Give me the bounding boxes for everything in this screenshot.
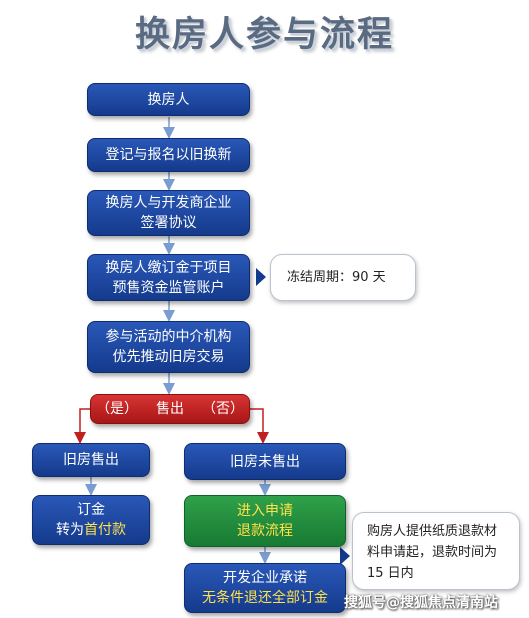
unsold-box: 旧房未售出 xyxy=(184,443,346,480)
step-register: 登记与报名以旧换新 xyxy=(87,138,250,172)
sold-result-line2: 转为首付款 xyxy=(56,520,126,540)
promise-line2: 无条件退还全部订金 xyxy=(202,590,328,606)
refund-line2: 退款流程 xyxy=(237,523,293,539)
pointer-refund xyxy=(340,547,350,565)
refund-application: 进入申请 退款流程 xyxy=(184,495,346,547)
deposit-to-downpayment: 订金 转为首付款 xyxy=(32,495,150,545)
refund-note-line2: 料申请起，退款时间为 xyxy=(367,545,498,560)
step-exchanger: 换房人 xyxy=(87,83,250,116)
branch-right-line xyxy=(250,408,269,444)
sold-result-highlight: 首付款 xyxy=(84,522,126,538)
freeze-period-text: 冻结周期：90 天 xyxy=(287,270,386,285)
refund-line1: 进入申请 xyxy=(237,503,293,519)
step-agency-line2: 优先推动旧房交易 xyxy=(112,349,225,365)
sold-result-line1: 订金 xyxy=(77,502,105,518)
branch-left-line xyxy=(74,408,90,444)
page-title: 换房人参与流程 xyxy=(134,15,394,55)
step-sign-line1: 换房人与开发商企业 xyxy=(105,195,232,211)
sold-box: 旧房售出 xyxy=(32,443,150,477)
freeze-period-note: 冻结周期：90 天 xyxy=(270,254,416,301)
unsold-title: 旧房未售出 xyxy=(230,453,300,470)
step-sign-line2: 签署协议 xyxy=(140,215,197,231)
developer-promise: 开发企业承诺 无条件退还全部订金 xyxy=(184,563,346,613)
decision-sold: （是） 售出 （否） xyxy=(90,394,250,424)
step-deposit-line2: 预售资金监管账户 xyxy=(112,279,225,296)
decision-label: 售出 xyxy=(156,401,184,417)
refund-note-line3: 15 日内 xyxy=(367,566,414,581)
step-deposit-line1: 换房人缴订金于项目 xyxy=(105,259,232,276)
sold-title: 旧房售出 xyxy=(63,452,119,468)
decision-yes: （是） xyxy=(96,401,138,417)
watermark: 搜狐号@搜狐焦点清南站 xyxy=(344,595,498,611)
pointer-freeze xyxy=(256,268,266,286)
step-agency-line1: 参与活动的中介机构 xyxy=(105,329,232,345)
step-register-label: 登记与报名以旧换新 xyxy=(105,147,232,163)
promise-line1: 开发企业承诺 xyxy=(223,570,307,586)
sold-result-prefix: 转为 xyxy=(56,522,84,538)
refund-time-note: 购房人提供纸质退款材 料申请起，退款时间为 15 日内 xyxy=(352,512,520,590)
decision-no: （否） xyxy=(202,401,244,417)
step-exchanger-label: 换房人 xyxy=(147,91,190,108)
step-sign-agreement: 换房人与开发商企业 签署协议 xyxy=(87,190,250,236)
refund-note-line1: 购房人提供纸质退款材 xyxy=(367,524,498,539)
step-agency: 参与活动的中介机构 优先推动旧房交易 xyxy=(87,321,250,373)
step-deposit: 换房人缴订金于项目 预售资金监管账户 xyxy=(87,254,250,301)
